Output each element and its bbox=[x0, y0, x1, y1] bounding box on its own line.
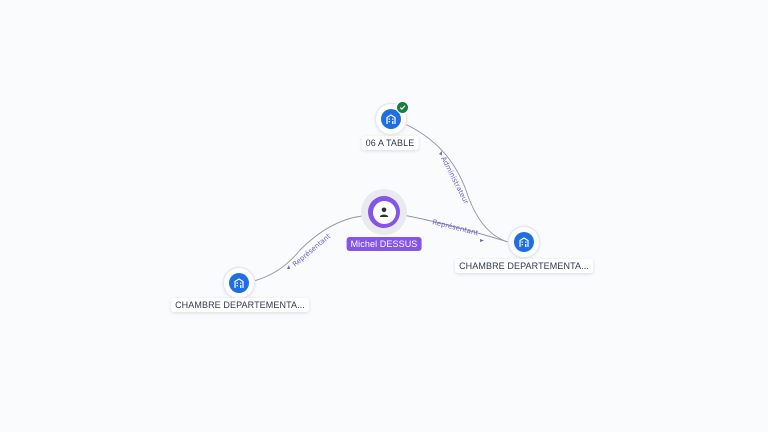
node-label-06-a-table[interactable]: 06 A TABLE bbox=[361, 136, 419, 150]
edge-representant-left-arrow bbox=[287, 265, 290, 269]
edge-representant-left bbox=[249, 215, 363, 283]
check-icon bbox=[399, 105, 406, 111]
edge-representant-right bbox=[402, 214, 509, 243]
edge-label-representant-right: Représentant bbox=[432, 218, 480, 237]
pin-inner bbox=[372, 200, 396, 224]
person-icon bbox=[379, 207, 389, 217]
node-label-chambre-right[interactable]: CHAMBRE DEPARTEMENTA... bbox=[455, 259, 593, 273]
edge-label-representant-left: Représentant bbox=[291, 232, 332, 268]
company-node-06-a-table[interactable] bbox=[376, 101, 409, 134]
node-label-chambre-left[interactable]: CHAMBRE DEPARTEMENTA... bbox=[171, 298, 309, 312]
building-icon bbox=[386, 114, 396, 124]
company-node-chambre-left[interactable] bbox=[224, 268, 254, 298]
edge-label-administrateur: Administrateur bbox=[439, 155, 470, 205]
pin-head bbox=[368, 196, 400, 228]
node-core bbox=[514, 232, 534, 252]
node-label-michel-dessus[interactable]: Michel DESSUS bbox=[346, 237, 422, 251]
person-node-michel-dessus[interactable] bbox=[361, 189, 407, 235]
node-core bbox=[229, 273, 249, 293]
building-icon bbox=[519, 237, 529, 247]
company-node-chambre-right[interactable] bbox=[509, 227, 539, 257]
edge-administrateur-arrow bbox=[439, 151, 442, 156]
edge-representant-right-arrow bbox=[480, 239, 484, 242]
edge-administrateur bbox=[404, 123, 509, 243]
node-core bbox=[381, 109, 401, 129]
building-icon bbox=[234, 278, 244, 288]
verified-badge bbox=[396, 101, 409, 114]
